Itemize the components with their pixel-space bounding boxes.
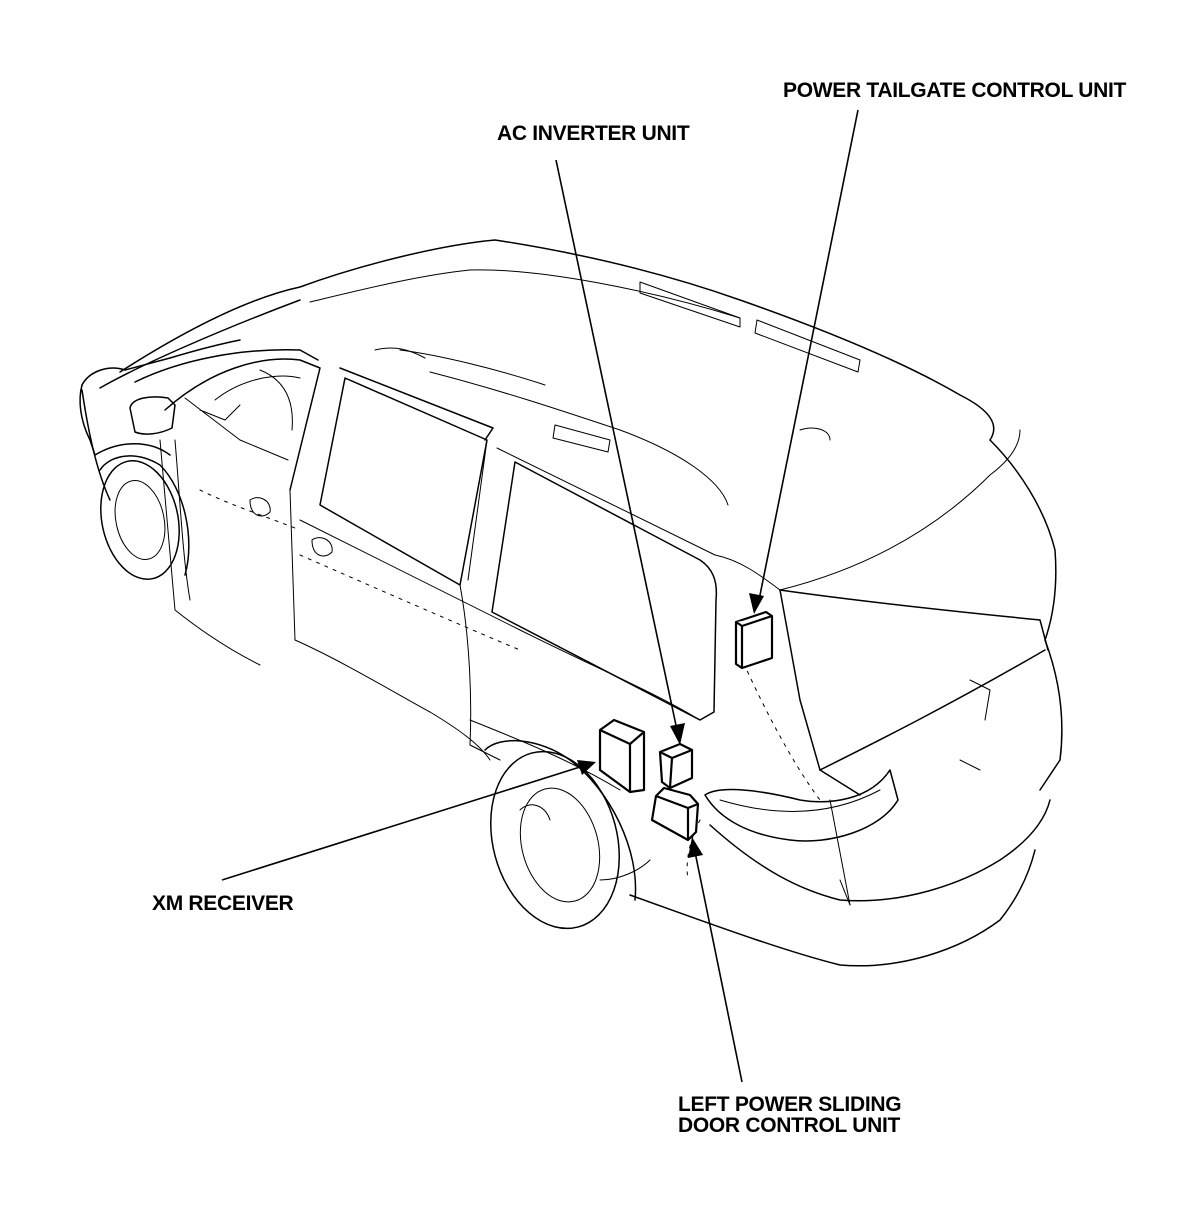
leader-left-sliding-door <box>688 837 743 1083</box>
label-left-sliding-door-line2: DOOR CONTROL UNIT <box>678 1114 901 1137</box>
minivan-body <box>79 239 1063 967</box>
ac-inverter-unit <box>658 742 694 790</box>
leader-xm-receiver <box>221 760 596 881</box>
leader-power-tailgate <box>749 109 859 614</box>
label-xm-receiver: XM RECEIVER <box>152 892 294 915</box>
label-ac-inverter-unit: AC INVERTER UNIT <box>497 122 690 145</box>
xm-receiver-unit <box>598 718 646 794</box>
power-tailgate-control-unit <box>734 610 774 670</box>
label-power-tailgate-control-unit: POWER TAILGATE CONTROL UNIT <box>783 79 1127 102</box>
leader-ac-inverter <box>555 159 685 745</box>
roof-front-edge <box>99 299 301 389</box>
left-sliding-door-control-unit <box>650 786 700 842</box>
label-left-sliding-door-line1: LEFT POWER SLIDING <box>678 1093 902 1116</box>
roof-outline <box>119 239 995 441</box>
